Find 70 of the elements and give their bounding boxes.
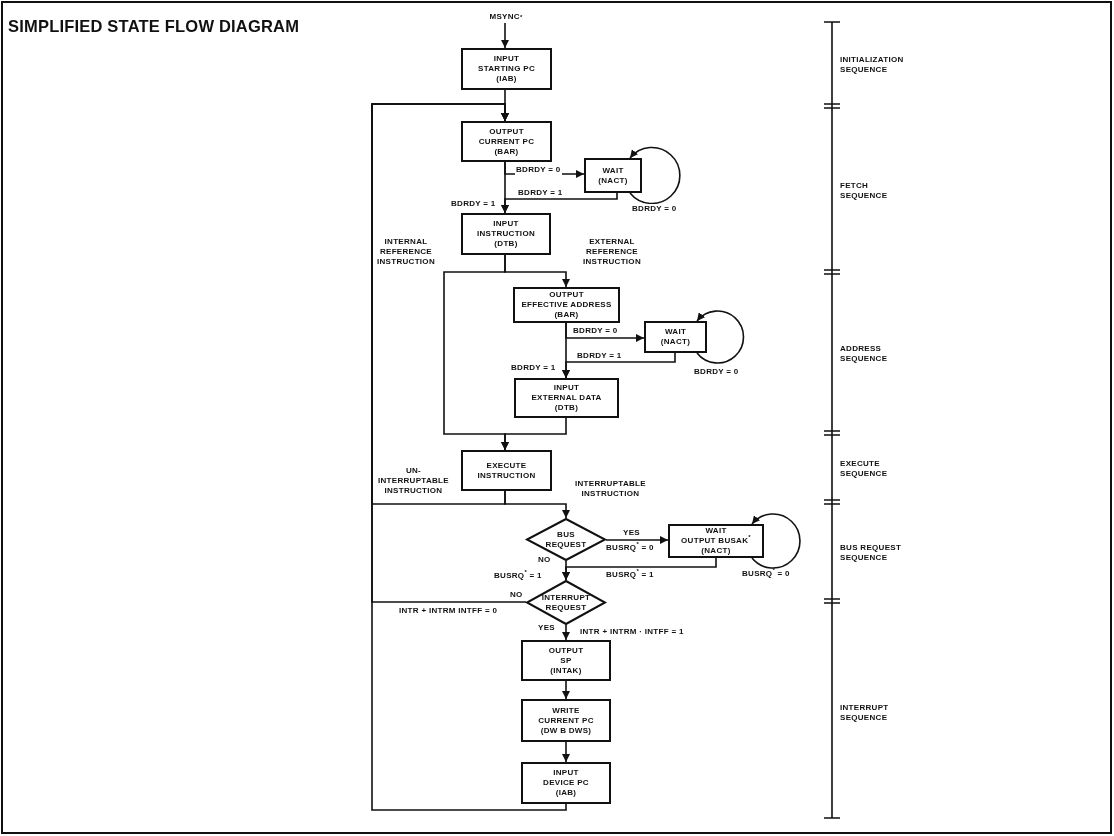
box-label: WAIT (NACT) [598, 165, 628, 186]
flow-arrow [562, 560, 570, 581]
process-box [521, 640, 611, 681]
edge-label: EXTERNAL REFERENCE INSTRUCTION [582, 237, 642, 267]
box-label: OUTPUT EFFECTIVE ADDRESS (BAR) [521, 290, 612, 320]
flow-arrow [562, 741, 570, 763]
process-box [668, 524, 764, 558]
diagram-title: SIMPLIFIED STATE FLOW DIAGRAM [8, 17, 300, 35]
edge-label: BUSRQ$^{*}$ = 0 [605, 543, 655, 553]
flow-arrow [562, 322, 570, 379]
flow-arrow [629, 146, 681, 205]
process-box [521, 762, 611, 804]
edge-label: BDRDY = 1 [510, 363, 557, 373]
edge-label: INTR + INTRM · INTFF = 1 [579, 627, 685, 637]
process-box [584, 158, 642, 193]
flow-arrow [751, 513, 801, 569]
flow-arrow [371, 103, 567, 811]
box-label: WAIT OUTPUT BUSAK$^{*}$ (NACT) [681, 526, 751, 556]
edge-label: BUSRQ$^{*}$ = 1 [605, 570, 655, 580]
process-box [461, 213, 551, 255]
flow-arrow [605, 536, 669, 544]
section-label: FETCH SEQUENCE [839, 181, 889, 201]
edge-label: BDRDY = 0 [515, 165, 562, 175]
edge-label: BDRDY = 1 [576, 351, 623, 361]
process-box [461, 450, 552, 491]
section-label: EXECUTE SEQUENCE [839, 459, 889, 479]
edge-label: BDRDY = 0 [631, 204, 678, 214]
section-label: INITIALIZATION SEQUENCE [839, 55, 905, 75]
branch-label: NO [537, 555, 552, 565]
box-label: INPUT EXTERNAL DATA (DTB) [531, 383, 602, 413]
edge-label: INTR + INTRM INTFF = 0 [398, 606, 499, 616]
branch-label: YES [537, 623, 556, 633]
edge-label: BDRDY = 0 [693, 367, 740, 377]
edge-label: INTERRUPTABLE INSTRUCTION [574, 479, 647, 499]
section-label: INTERRUPT SEQUENCE [839, 703, 890, 723]
edge-label: BDRDY = 1 [517, 188, 564, 198]
box-label: INTERRUPT REQUEST [541, 592, 591, 613]
process-box [461, 48, 552, 90]
decision-diamond [526, 580, 606, 625]
box-label: INPUT INSTRUCTION (DTB) [477, 219, 535, 249]
edge-label: UN- INTERRUPTABLE INSTRUCTION [377, 466, 450, 496]
branch-label: NO [509, 590, 524, 600]
flow-arrow [501, 417, 567, 451]
section-label: BUS REQUEST SEQUENCE [839, 543, 903, 563]
process-box [461, 121, 552, 162]
process-box [644, 321, 707, 353]
process-box [513, 287, 620, 323]
flow-arrow [562, 624, 570, 641]
edge-label: BUSRQ$^{*}$ = 1 [493, 571, 543, 581]
flow-arrow [562, 680, 570, 700]
process-box [514, 378, 619, 418]
edge-label: INTERNAL REFERENCE INSTRUCTION [376, 237, 436, 267]
box-label: EXECUTE INSTRUCTION [477, 460, 536, 481]
flow-arrow [696, 310, 745, 364]
section-label: ADDRESS SEQUENCE [839, 344, 889, 364]
box-label: OUTPUT CURRENT PC (BAR) [478, 126, 535, 157]
box-label: WAIT (NACT) [660, 327, 691, 347]
process-box [521, 699, 611, 742]
box-label: INPUT STARTING PC (IAB) [478, 54, 535, 84]
flow-arrow [501, 161, 509, 214]
box-label: INPUT DEVICE PC (IAB) [543, 768, 589, 798]
box-label: BUS REQUEST [545, 529, 587, 550]
edge-label: BDRDY = 1 [450, 199, 497, 209]
decision-diamond [526, 518, 606, 561]
branch-label: YES [622, 528, 641, 538]
flow-arrow [501, 22, 509, 49]
edge-label: BDRDY = 0 [572, 326, 619, 336]
edge-label: BUSRQ$^{*}$ = 0 [741, 569, 791, 579]
box-label: WRITE CURRENT PC (DW B DWS) [538, 705, 594, 736]
box-label: OUTPUT SP (INTAK) [548, 645, 584, 676]
